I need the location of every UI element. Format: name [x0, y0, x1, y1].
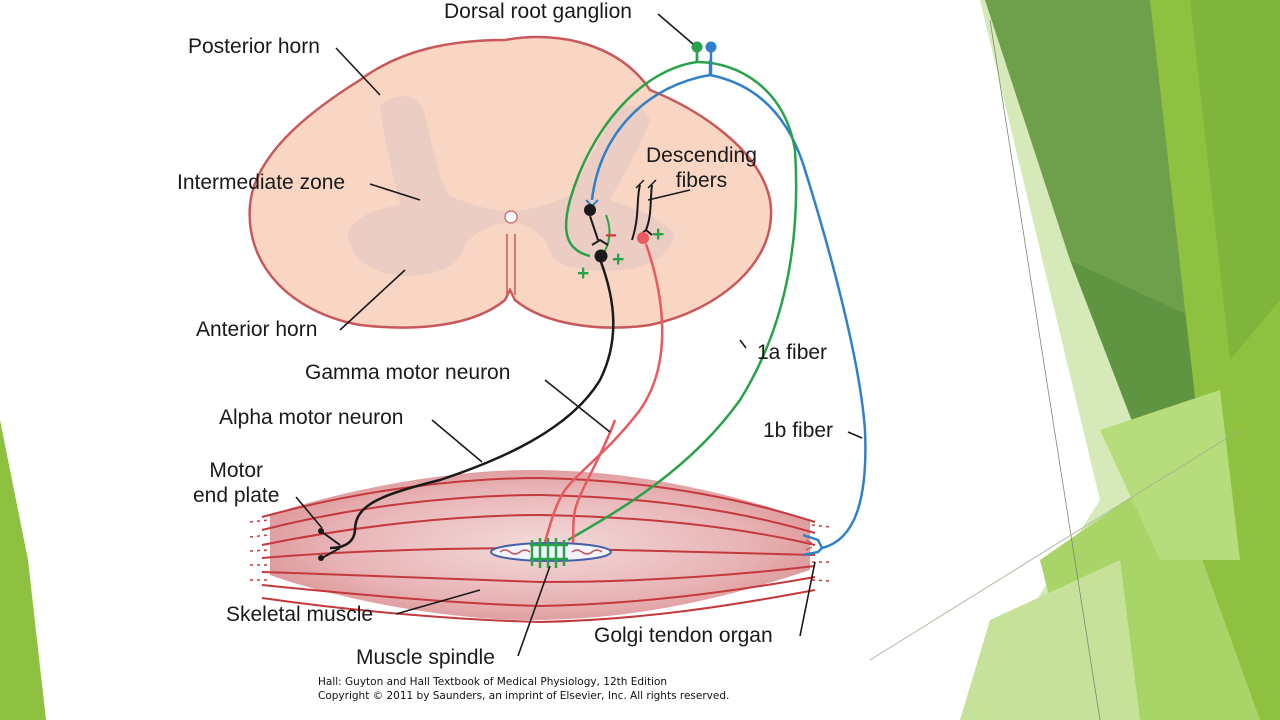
excitatory-sign-2: +	[612, 248, 625, 271]
credit-line-1: Hall: Guyton and Hall Textbook of Medica…	[318, 676, 668, 688]
leader-lines	[295, 13, 863, 657]
label-skeletal-muscle: Skeletal muscle	[226, 603, 374, 626]
theme-decoration-right	[869, 0, 1280, 720]
label-intermediate-zone: Intermediate zone	[177, 171, 346, 194]
theme-decoration-left	[0, 420, 46, 720]
label-gamma-motor-neuron: Gamma motor neuron	[305, 361, 511, 384]
label-1a-fiber: 1a fiber	[757, 341, 828, 364]
label-dorsal-root-ganglion: Dorsal root ganglion	[444, 0, 632, 23]
dorsal-root-ganglion-cells	[691, 41, 717, 75]
label-1b-fiber: 1b fiber	[763, 419, 834, 442]
muscle-spindle-organ	[490, 538, 612, 568]
gamma-motor-neuron-path	[543, 232, 664, 544]
label-anterior-horn: Anterior horn	[196, 318, 318, 341]
alpha-motor-neuron-path	[318, 204, 615, 561]
label-motor-end-plate: Motor end plate	[193, 459, 280, 507]
label-golgi-tendon-organ: Golgi tendon organ	[594, 624, 773, 647]
spinal-cord	[248, 35, 773, 329]
inhibitory-sign: −	[605, 225, 617, 247]
label-alpha-motor-neuron: Alpha motor neuron	[219, 406, 404, 429]
excitatory-sign-3: +	[652, 223, 665, 246]
label-muscle-spindle: Muscle spindle	[356, 646, 495, 669]
excitatory-sign-1: +	[577, 262, 590, 285]
label-descending-fibers: Descending fibers	[646, 144, 757, 192]
label-posterior-horn: Posterior horn	[188, 35, 320, 58]
credit-text: Hall: Guyton and Hall Textbook of Medica…	[318, 675, 729, 703]
credit-line-2: Copyright © 2011 by Saunders, an imprint…	[318, 690, 730, 702]
